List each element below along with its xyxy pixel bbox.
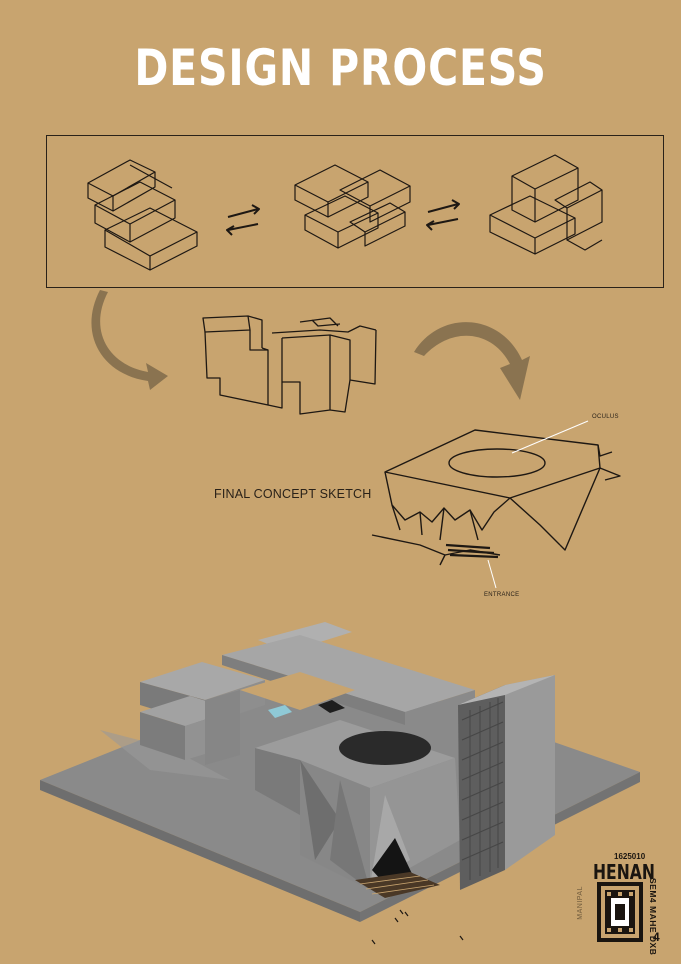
final-concept-sketch — [371, 429, 621, 566]
brand-subtitle: SEM4 MAHE DXB — [648, 878, 658, 956]
massing-sketch-1 — [87, 159, 198, 271]
massing-iterations-frame — [46, 135, 664, 288]
entrance-annotation: ENTRANCE — [484, 592, 520, 598]
massing-sketch-3 — [489, 154, 603, 255]
flow-arrow-right — [414, 322, 530, 400]
exchange-arrow-2 — [426, 199, 460, 231]
entrance-steps — [445, 543, 499, 559]
page-title: DESIGN PROCESS — [134, 39, 547, 97]
roll-number: 1625010 — [614, 852, 646, 861]
exchange-arrow-1 — [226, 204, 260, 236]
page-number: 4 — [653, 930, 660, 944]
oculus-annotation: OCULUS — [592, 414, 619, 420]
flow-arrow-left — [91, 290, 168, 390]
final-concept-label: FINAL CONCEPT SKETCH — [214, 487, 372, 501]
institution-name: MANIPAL — [577, 886, 584, 920]
concept-sketch-extruded — [202, 315, 377, 415]
massing-sketch-2 — [294, 164, 411, 249]
brand-name: HENAN — [593, 860, 655, 884]
final-model-render — [40, 622, 640, 945]
brand-emblem — [597, 882, 643, 942]
